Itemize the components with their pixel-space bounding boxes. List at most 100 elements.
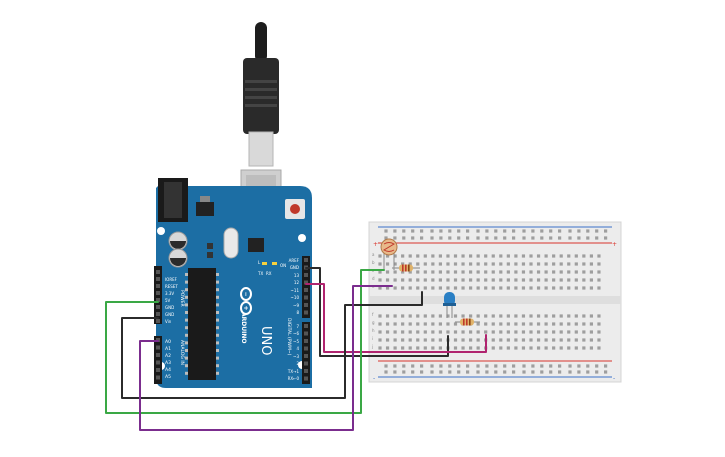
header-pin [304, 339, 308, 343]
breadboard-hole [423, 270, 427, 274]
digital-header-top [302, 256, 310, 318]
breadboard-hole [491, 338, 495, 342]
breadboard-hole [597, 346, 601, 350]
breadboard-hole [567, 338, 571, 342]
pin-label: GND [165, 305, 174, 310]
model-label: UNO [258, 326, 273, 355]
breadboard-hole [438, 346, 442, 350]
pin-label: 2 [296, 361, 299, 366]
usb-plug-metal [248, 131, 274, 167]
rail-hole [439, 370, 443, 374]
rail-hole [522, 229, 526, 233]
header-pin [304, 331, 308, 336]
chip-pin [185, 326, 188, 330]
breadboard-hole [544, 322, 548, 326]
breadboard-hole [438, 270, 442, 274]
rail-hole [549, 236, 553, 240]
breadboard-hole [484, 322, 488, 326]
rail-hole [420, 370, 424, 374]
chip-pin [216, 341, 219, 345]
breadboard[interactable]: + + - - a b c d e f g h i j [368, 221, 622, 383]
rail-hole [466, 364, 470, 368]
breadboard-hole [378, 346, 382, 350]
rail-hole [485, 364, 489, 368]
rail-hole [402, 236, 406, 240]
pin-label: ~9 [293, 303, 299, 308]
rail-hole [439, 364, 443, 368]
breadboard-hole [378, 322, 382, 326]
photoresistor[interactable] [380, 238, 398, 270]
breadboard-hole [385, 322, 390, 326]
svg-text:−: − [242, 292, 249, 297]
rail-hole [494, 229, 498, 233]
header-pin [156, 291, 160, 295]
breadboard-hole [529, 286, 533, 290]
breadboard-hole [499, 330, 503, 334]
wire-a0-ldr[interactable] [139, 285, 393, 431]
breadboard-hole [536, 346, 541, 350]
breadboard-hole [408, 330, 412, 334]
breadboard-hole [401, 270, 405, 274]
wire-pin12-led[interactable] [305, 283, 487, 353]
breadboard-hole [461, 262, 465, 266]
row-letter: j [371, 344, 373, 349]
wire-gnd-breadboard[interactable] [121, 291, 423, 399]
header-pin [304, 288, 308, 292]
breadboard-hole [536, 262, 541, 266]
breadboard-hole [559, 286, 563, 290]
breadboard-hole [521, 254, 526, 258]
svg-text:+: + [242, 306, 249, 311]
breadboard-hole [582, 286, 586, 290]
breadboard-hole [597, 262, 601, 266]
header-pin [304, 273, 308, 277]
breadboard-hole [529, 338, 533, 342]
breadboard-hole [416, 262, 420, 266]
pin-label: ~10 [291, 295, 300, 300]
digital-header-bottom [302, 322, 310, 384]
chip-pin [185, 295, 188, 299]
pin-label: ~6 [293, 331, 299, 336]
breadboard-hole [401, 338, 405, 342]
analog-header-label: ANALOG IN [179, 340, 185, 365]
breadboard-hole [499, 286, 503, 290]
arduino-uno-board[interactable]: L TX RX ON − + ARDUINO UNO POWER ANALOG … [154, 178, 312, 388]
chip-pin [185, 288, 188, 292]
breadboard-hole [491, 254, 495, 258]
breadboard-hole [431, 338, 435, 342]
led[interactable] [443, 292, 456, 318]
breadboard-hole [408, 322, 412, 326]
breadboard-hole [484, 254, 488, 258]
pin-label: RX←0 [288, 376, 300, 381]
breadboard-hole [552, 346, 556, 350]
breadboard-hole [514, 262, 518, 266]
chip-pin [216, 273, 219, 276]
resistor-ldr[interactable] [392, 264, 420, 272]
breadboard-hole [431, 278, 435, 282]
pin-label: A3 [165, 360, 171, 366]
resistor-led[interactable] [455, 318, 480, 326]
breadboard-hole [385, 278, 390, 282]
breadboard-hole [574, 254, 578, 258]
rail-hole [494, 364, 498, 368]
breadboard-hole [491, 330, 495, 334]
breadboard-hole [453, 322, 458, 326]
wire-5v-ldr[interactable] [105, 269, 385, 414]
breadboard-hole [408, 254, 412, 258]
rail-hole [457, 370, 461, 374]
breadboard-hole [491, 322, 495, 326]
rail-hole [522, 364, 526, 368]
breadboard-hole [408, 286, 412, 290]
rail-hole [457, 229, 461, 233]
breadboard-hole [521, 338, 526, 342]
breadboard-hole [552, 278, 556, 282]
breadboard-hole [536, 330, 541, 334]
wire-gnd-led[interactable] [305, 267, 449, 357]
breadboard-hole [469, 278, 473, 282]
breadboard-hole [597, 314, 601, 318]
breadboard-hole [431, 286, 435, 290]
rail-hole [411, 236, 415, 240]
breadboard-hole [431, 254, 435, 258]
breadboard-hole [461, 254, 465, 258]
breadboard-hole [574, 346, 578, 350]
